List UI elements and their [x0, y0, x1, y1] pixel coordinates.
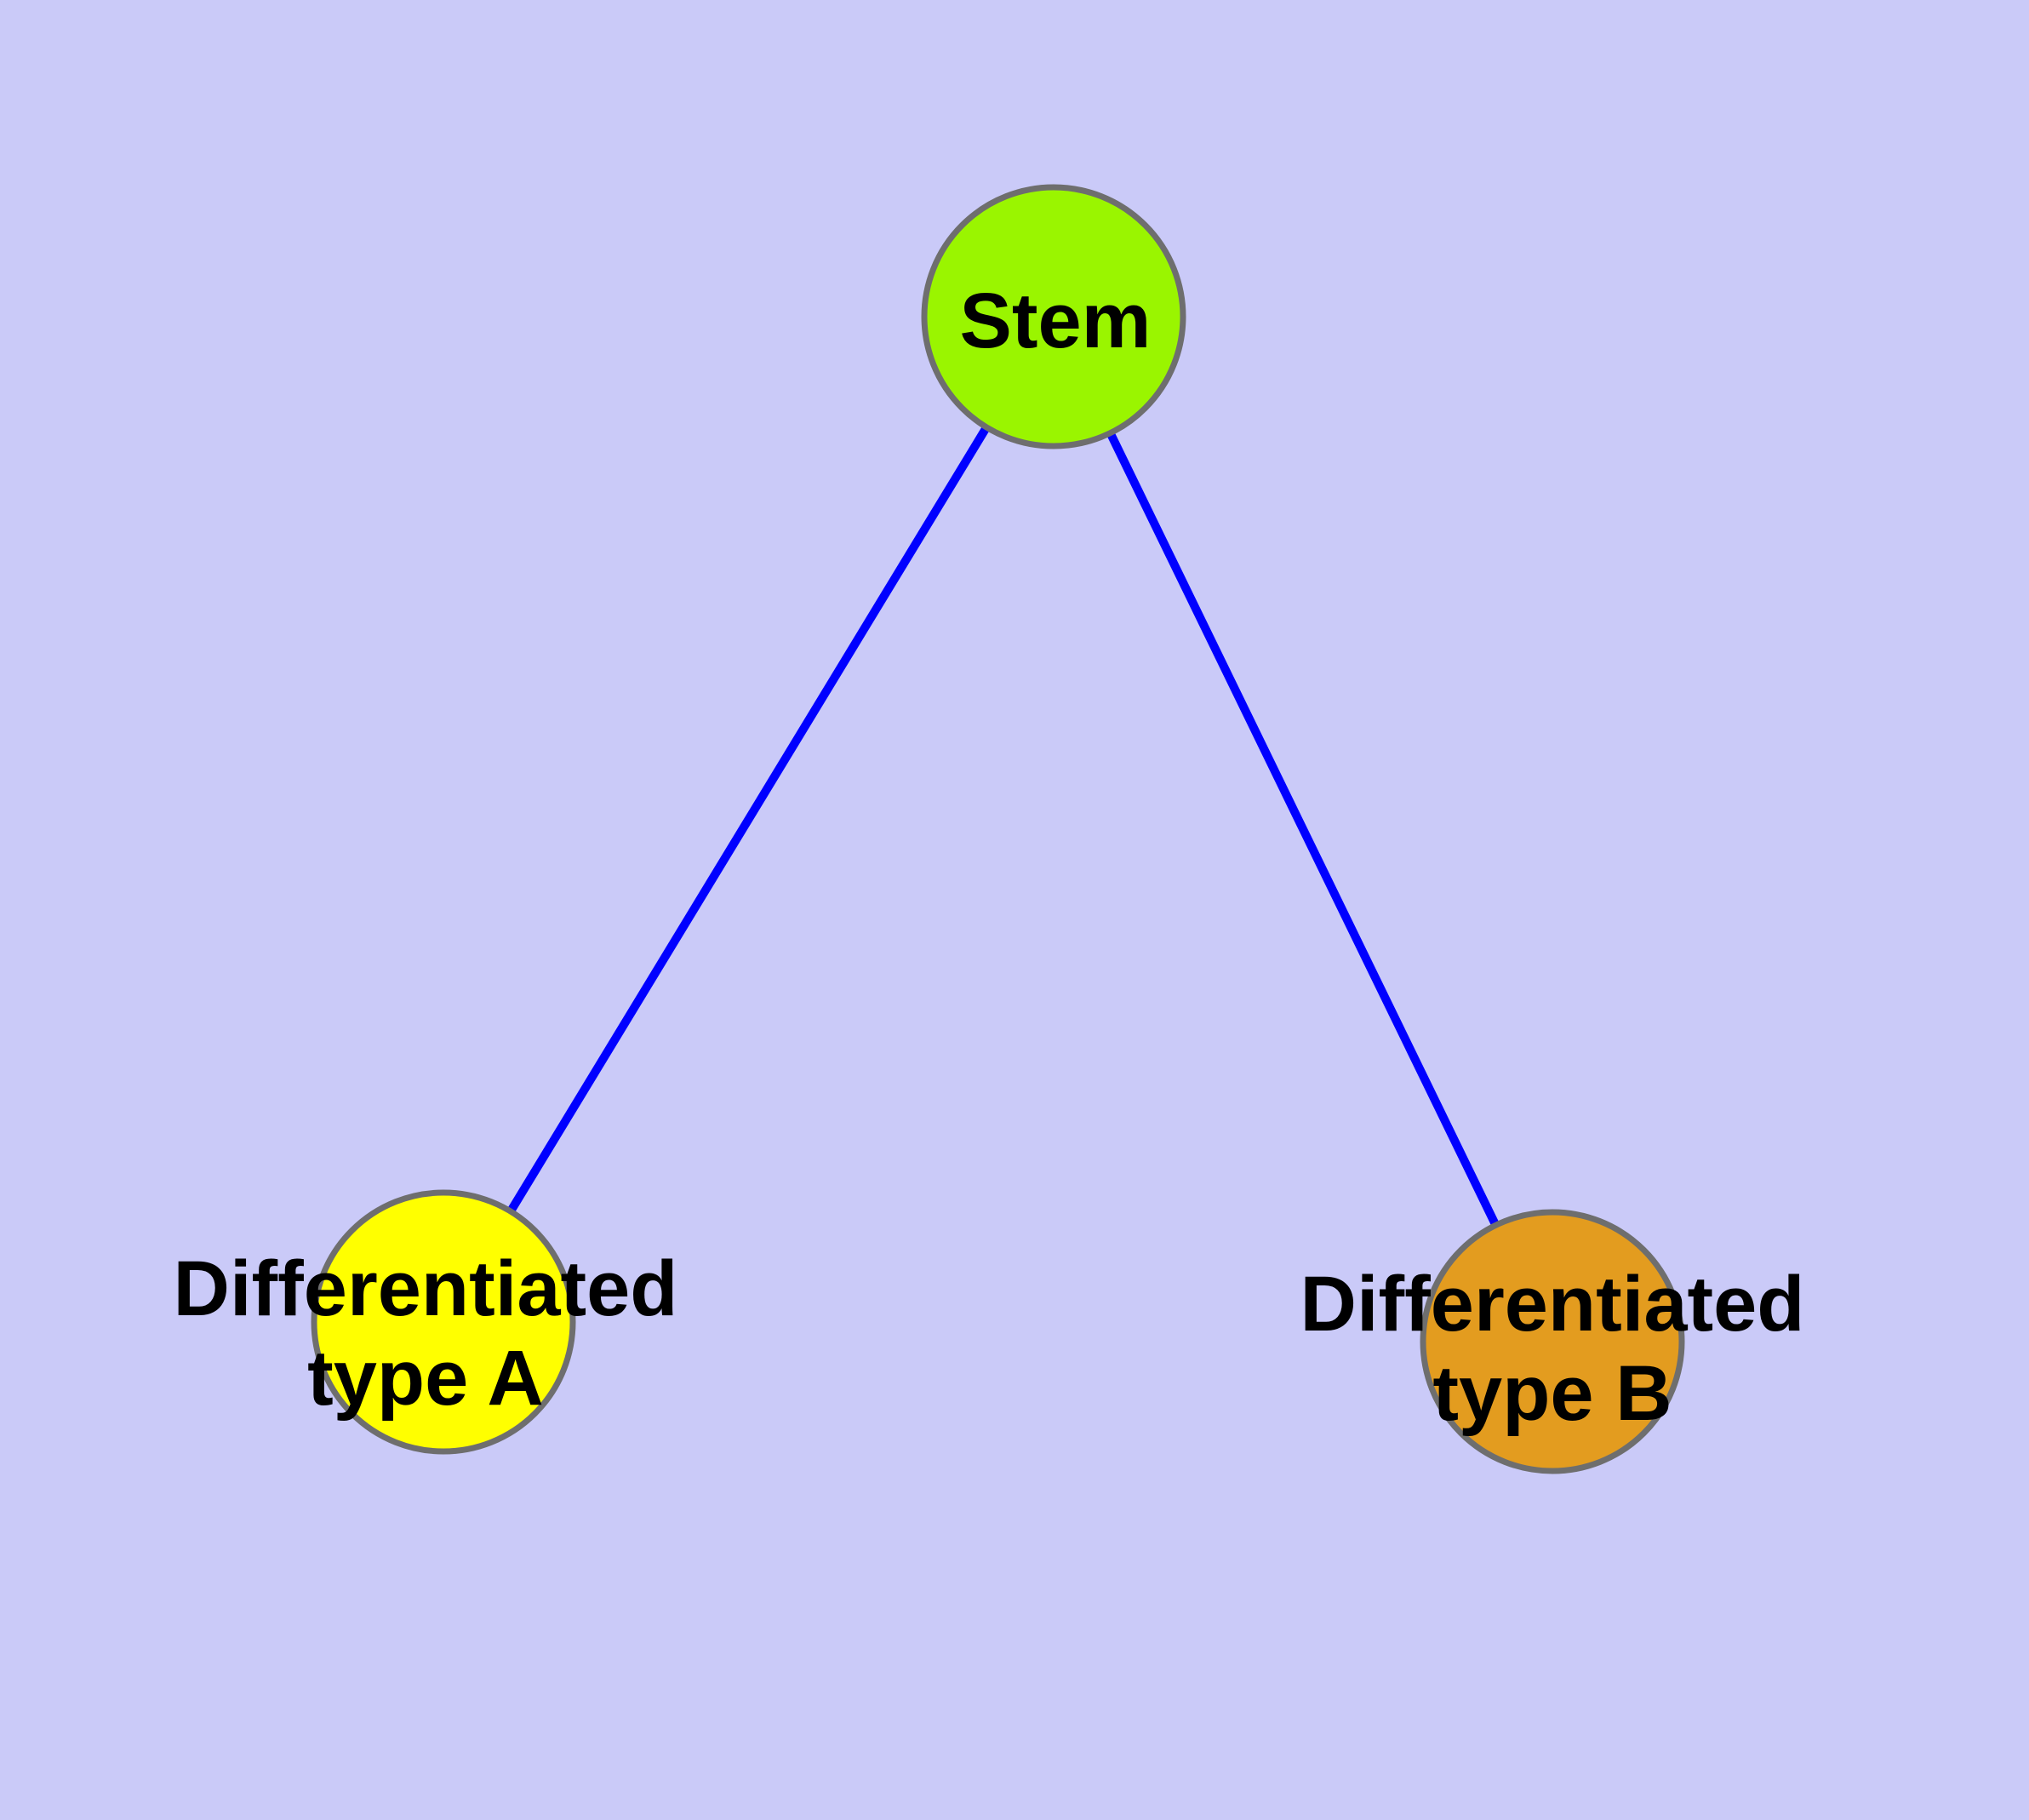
node-type-a-circle: [311, 1189, 576, 1455]
edge-stem-to-type-a: [439, 312, 1058, 1326]
node-type-a-label-line2: type A: [307, 1335, 544, 1422]
node-stem-circle: [921, 184, 1186, 449]
node-type-b-label-line2: type B: [1432, 1350, 1672, 1437]
edge-stem-to-type-b: [1049, 312, 1557, 1346]
node-type-b-label-line1: Differentiated: [1300, 1261, 1805, 1348]
node-type-a-label-line1: Differentiated: [174, 1245, 678, 1332]
node-type-b-circle: [1420, 1209, 1685, 1474]
node-stem-label: Stem: [960, 278, 1152, 364]
